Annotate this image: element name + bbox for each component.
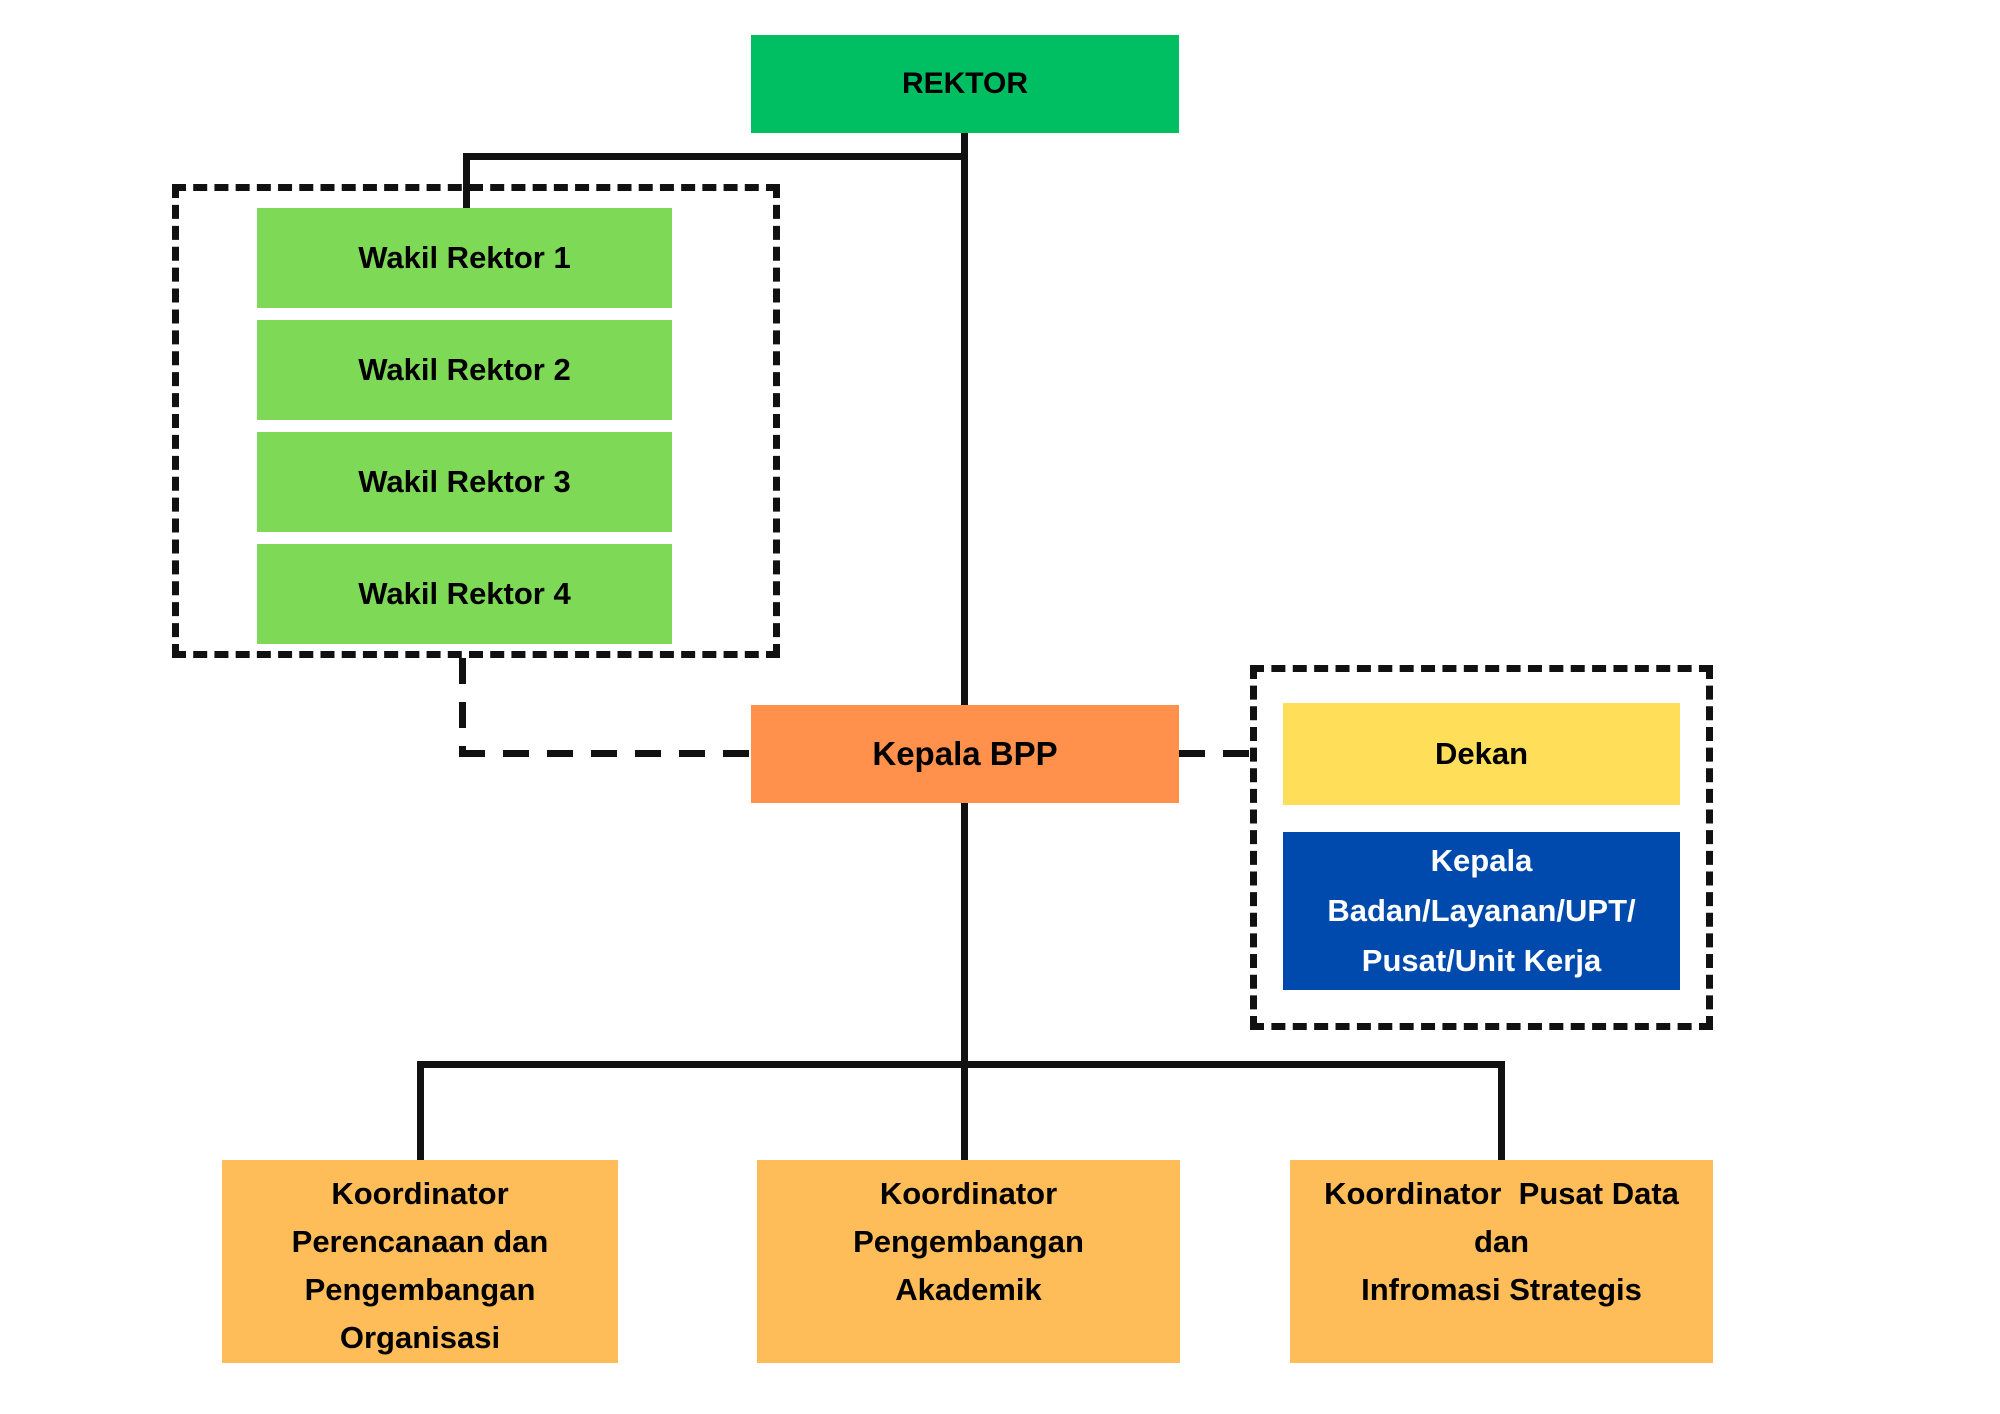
connector-rektor-to-kepala-bpp xyxy=(961,133,968,705)
node-koordinator-akademik-line: Akademik xyxy=(895,1272,1042,1307)
dashed-connector-wakil-group-vertical xyxy=(459,658,466,754)
node-koordinator-perencanaan: Koordinator Perencanaan dan Pengembangan… xyxy=(222,1160,618,1363)
dashed-connector-kepala-bpp-to-dekan-group xyxy=(1179,750,1250,757)
node-wakil-rektor-1-label: Wakil Rektor 1 xyxy=(358,240,571,275)
node-koordinator-perencanaan-line: Pengembangan xyxy=(304,1272,536,1307)
node-kepala-badan-line: Pusat/Unit Kerja xyxy=(1361,943,1602,978)
node-wakil-rektor-1: Wakil Rektor 1 xyxy=(257,208,672,308)
wakil-rektor-group-frame xyxy=(172,184,780,658)
node-wakil-rektor-3: Wakil Rektor 3 xyxy=(257,432,672,532)
node-rektor: REKTOR xyxy=(751,35,1179,133)
node-koordinator-pusat-data-line: Koordinator Pusat Data xyxy=(1324,1176,1679,1211)
node-kepala-badan-layanan: Kepala Badan/Layanan/UPT/ Pusat/Unit Ker… xyxy=(1283,832,1680,990)
connector-drop-koordinator-pusat-data xyxy=(1498,1061,1505,1162)
connector-rektor-branch-horizontal xyxy=(463,153,968,160)
node-kepala-bpp: Kepala BPP xyxy=(751,705,1179,803)
node-kepala-badan-line: Kepala xyxy=(1430,843,1533,878)
connector-branch-to-wakil-group xyxy=(463,153,470,210)
node-koordinator-perencanaan-line: Koordinator xyxy=(331,1176,509,1211)
node-kepala-badan-line: Badan/Layanan/UPT/ xyxy=(1327,893,1636,928)
connector-drop-koordinator-perencanaan xyxy=(417,1061,424,1160)
node-wakil-rektor-3-label: Wakil Rektor 3 xyxy=(358,464,571,499)
node-dekan: Dekan xyxy=(1283,703,1680,805)
node-wakil-rektor-4: Wakil Rektor 4 xyxy=(257,544,672,644)
node-koordinator-perencanaan-line: Perencanaan dan xyxy=(291,1224,549,1259)
node-koordinator-pusat-data-line: dan xyxy=(1473,1224,1530,1259)
node-koordinator-perencanaan-line: Organisasi xyxy=(339,1320,501,1355)
dashed-connector-wakil-group-to-kepala-bpp xyxy=(459,750,751,757)
node-koordinator-akademik-line: Koordinator xyxy=(879,1176,1058,1211)
connector-kepala-bpp-to-koordinator-akademik xyxy=(961,803,968,1160)
node-koordinator-akademik-line: Pengembangan xyxy=(853,1224,1084,1259)
node-rektor-label: REKTOR xyxy=(901,67,1029,100)
node-dekan-label: Dekan xyxy=(1434,736,1529,771)
node-koordinator-pusat-data: Koordinator Pusat Data dan Infromasi Str… xyxy=(1290,1160,1713,1363)
node-wakil-rektor-2: Wakil Rektor 2 xyxy=(257,320,672,420)
connector-distribution-horizontal xyxy=(417,1061,1505,1068)
node-koordinator-pengembangan-akademik: Koordinator Pengembangan Akademik xyxy=(757,1160,1180,1363)
node-wakil-rektor-4-label: Wakil Rektor 4 xyxy=(358,576,571,611)
dekan-group-frame xyxy=(1250,665,1713,1030)
node-koordinator-pusat-data-line: Infromasi Strategis xyxy=(1361,1272,1642,1307)
node-kepala-bpp-label: Kepala BPP xyxy=(872,735,1058,772)
node-wakil-rektor-2-label: Wakil Rektor 2 xyxy=(358,352,571,387)
